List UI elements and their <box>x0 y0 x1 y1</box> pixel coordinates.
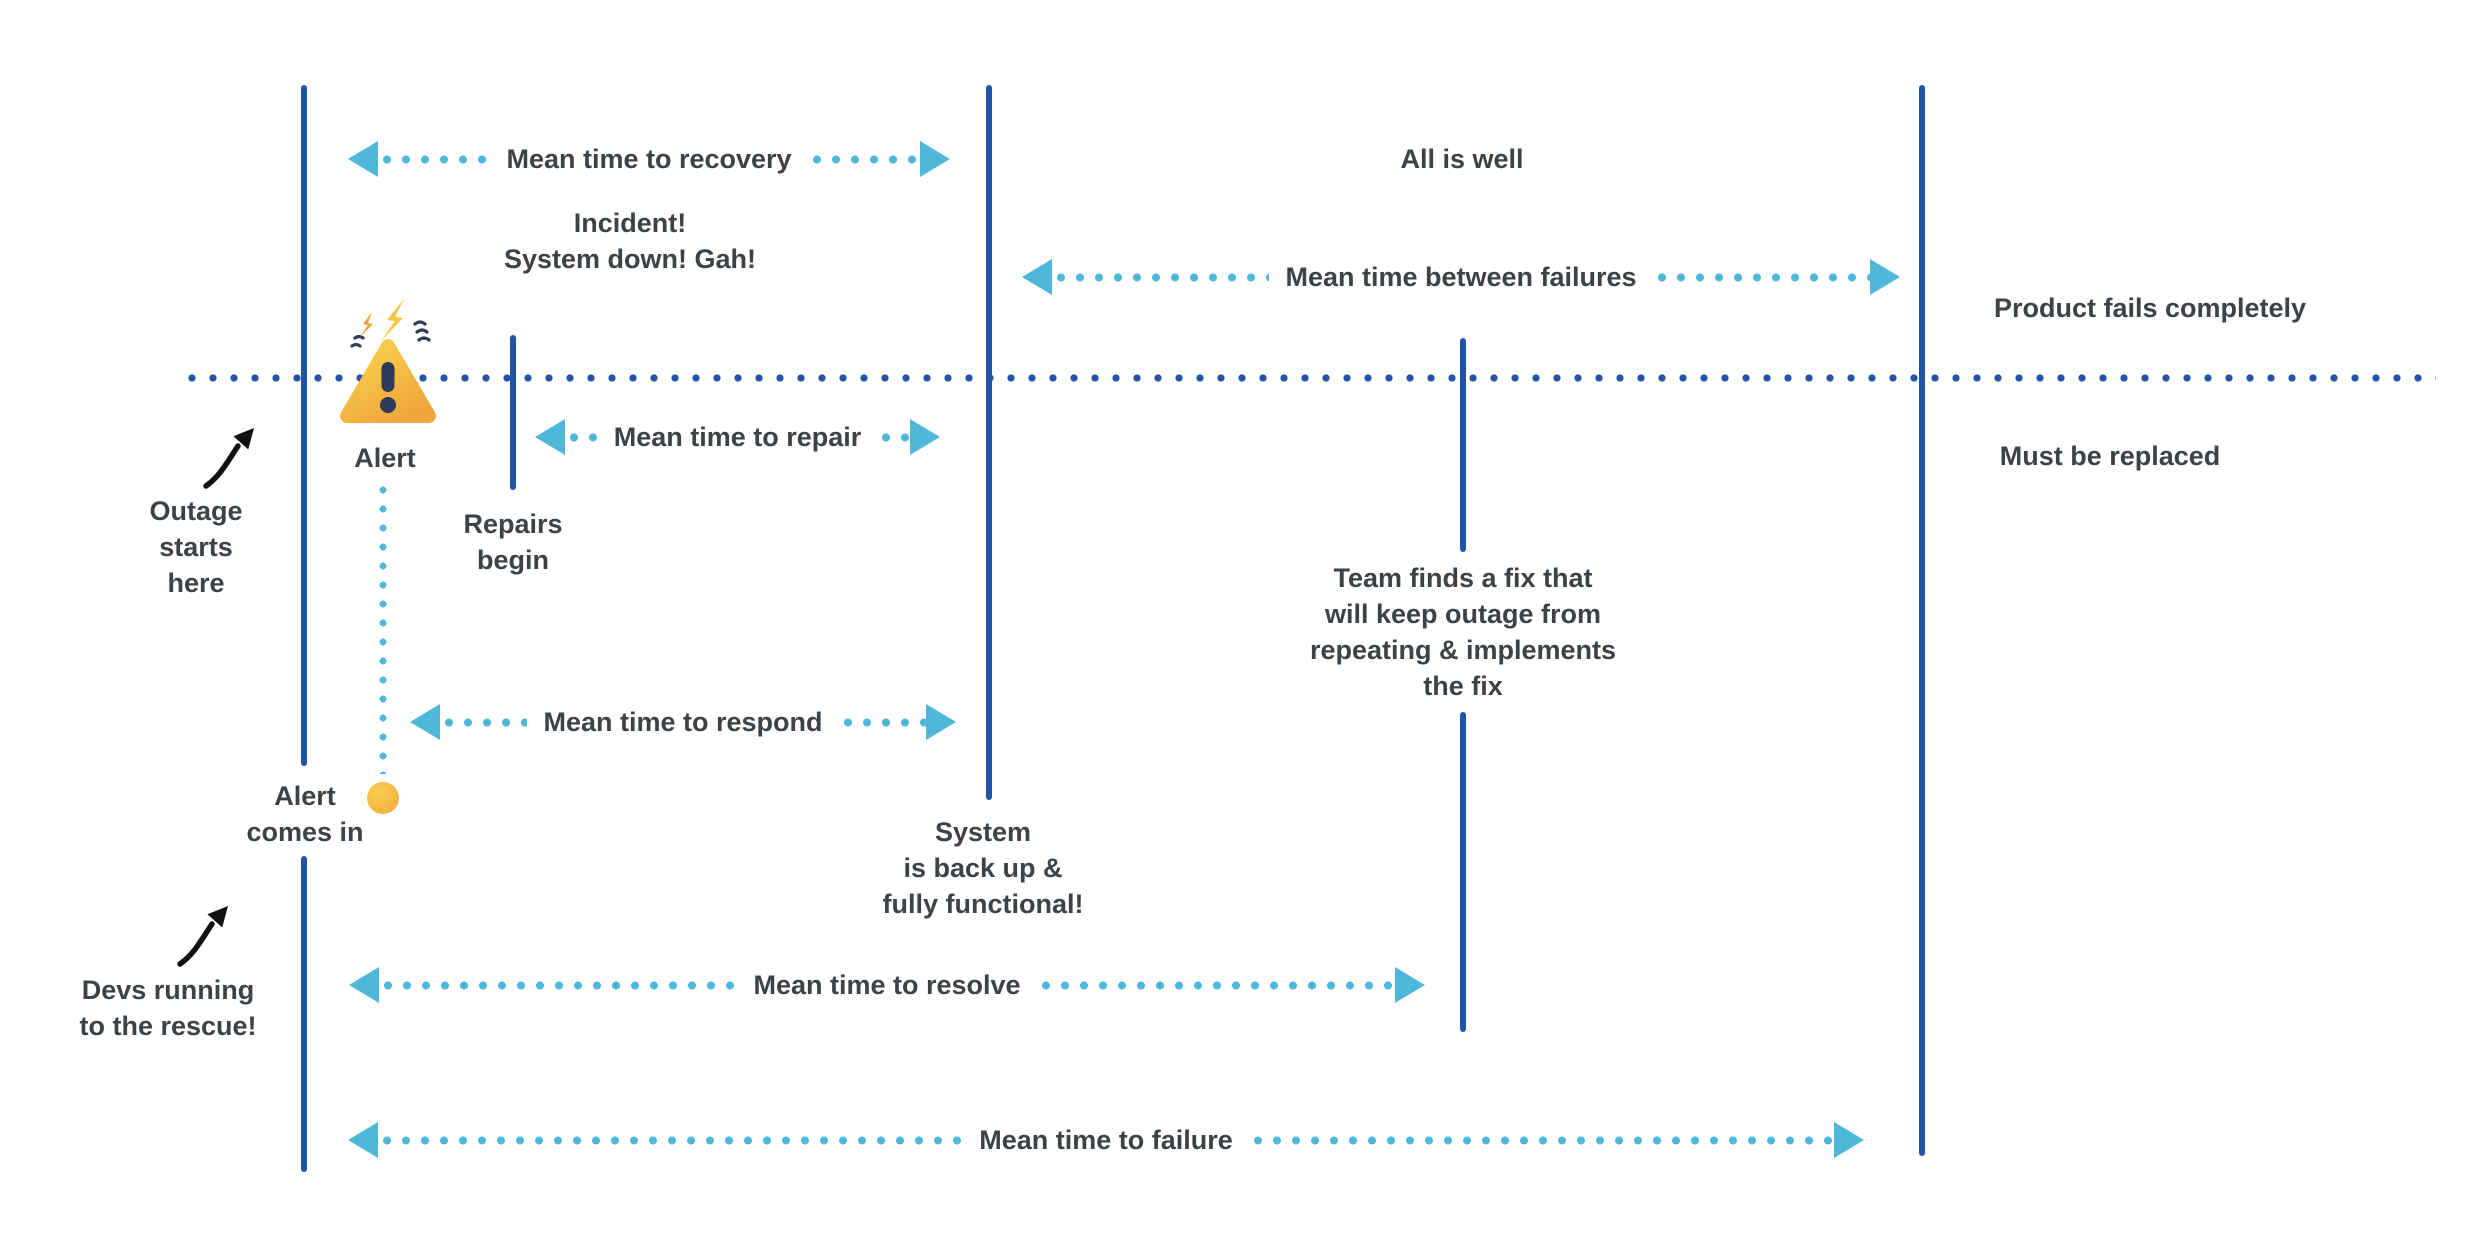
mean-time-to-repair-arrow: Mean time to repair <box>535 419 940 455</box>
dotted-shaft <box>1652 272 1871 282</box>
team-fix-line-top <box>1460 338 1466 552</box>
arrowhead-left-icon <box>410 704 440 740</box>
dotted-shaft <box>378 154 491 164</box>
outage-start-line-top <box>301 85 307 766</box>
alert-dot-icon <box>367 782 399 814</box>
product-fails-line <box>1919 85 1925 1156</box>
curved-arrow-icon <box>203 428 254 489</box>
arrowhead-left-icon <box>1022 259 1052 295</box>
alert-connector-dotted-line <box>379 486 387 774</box>
arrowhead-left-icon <box>535 419 565 455</box>
mean-time-to-recovery-arrow: Mean time to recovery <box>348 141 951 177</box>
dotted-shaft <box>440 717 528 727</box>
arrowhead-right-icon <box>1395 967 1425 1003</box>
team-fix-line-bottom <box>1460 712 1466 1032</box>
team-fix-label: Team finds a fix that will keep outage f… <box>1309 563 1617 701</box>
alert-comes-in-label: Alert comes in <box>246 781 364 847</box>
dotted-shaft <box>378 1135 964 1145</box>
dotted-shaft <box>565 432 598 442</box>
dotted-shaft <box>379 980 738 990</box>
outage-starts-label: Outage starts here <box>149 496 243 598</box>
arrowhead-right-icon <box>1870 259 1901 295</box>
arrowhead-right-icon <box>1834 1122 1865 1158</box>
dotted-shaft <box>877 432 910 442</box>
arrow-label: Mean time to repair <box>613 422 862 452</box>
repairs-begin-line <box>510 335 516 490</box>
warning-triangle-icon <box>340 299 436 423</box>
all-is-well-label: All is well <box>1400 144 1524 174</box>
system-back-up-line <box>986 85 992 800</box>
mean-time-between-failures-arrow: Mean time between failures <box>1022 259 1901 295</box>
dotted-shaft <box>1036 980 1395 990</box>
incident-label: Incident! System down! Gah! <box>503 208 757 274</box>
dotted-shaft <box>838 717 926 727</box>
dotted-shaft <box>807 154 921 164</box>
alert-label: Alert <box>354 443 416 473</box>
dotted-shaft <box>1052 272 1270 282</box>
dotted-shaft <box>1248 1135 1835 1145</box>
arrow-label: Mean time to recovery <box>506 144 792 174</box>
arrow-label: Mean time to respond <box>543 707 823 737</box>
arrowhead-right-icon <box>920 141 951 177</box>
mean-time-to-failure-arrow: Mean time to failure <box>348 1122 1865 1158</box>
repairs-begin-label: Repairs begin <box>463 509 563 575</box>
curved-arrow-icon <box>177 906 228 967</box>
arrowhead-left-icon <box>348 1122 378 1158</box>
product-fails-label: Product fails completely <box>1993 293 2307 323</box>
arrowhead-left-icon <box>349 967 379 1003</box>
outage-start-line-bottom <box>301 856 307 1172</box>
arrow-label: Mean time to failure <box>979 1125 1233 1155</box>
mean-time-to-resolve-arrow: Mean time to resolve <box>349 967 1425 1003</box>
devs-running-label: Devs running to the rescue! <box>79 975 257 1041</box>
system-back-label: System is back up & fully functional! <box>882 817 1084 919</box>
arrowhead-right-icon <box>926 704 956 740</box>
arrowhead-left-icon <box>348 141 378 177</box>
must-be-replaced-label: Must be replaced <box>1999 441 2221 471</box>
timeline-dotted-line <box>188 374 2436 382</box>
arrow-label: Mean time between failures <box>1285 262 1637 292</box>
arrowhead-right-icon <box>910 419 940 455</box>
mean-time-to-respond-arrow: Mean time to respond <box>410 704 956 740</box>
arrow-label: Mean time to resolve <box>753 970 1021 1000</box>
